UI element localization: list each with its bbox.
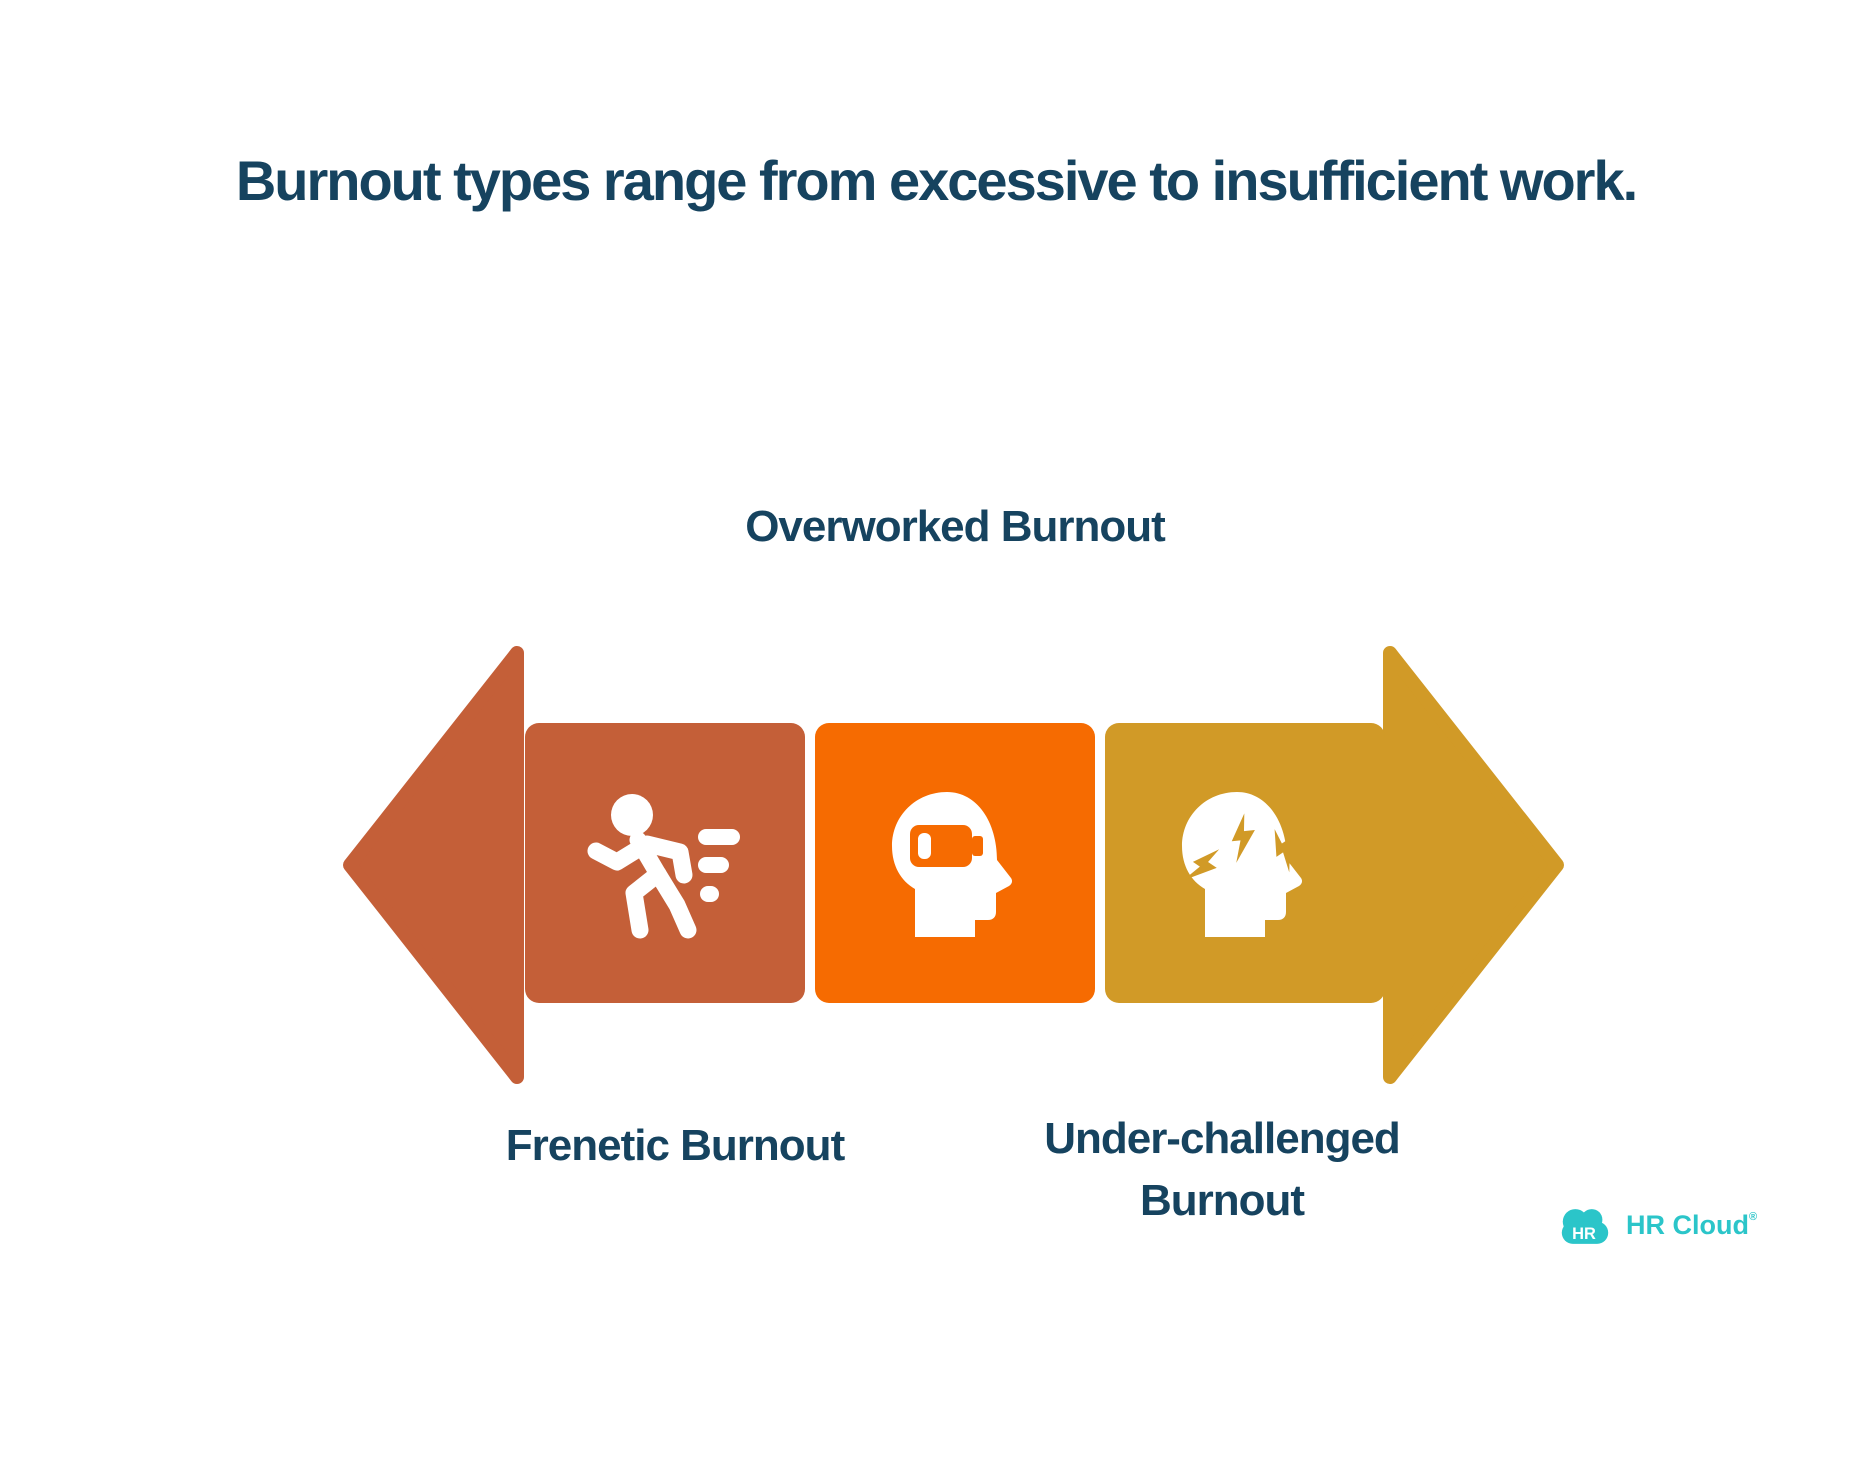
frenetic-burnout-box	[525, 723, 805, 1003]
cloud-icon: HR	[1561, 1209, 1609, 1244]
cloud-badge-text: HR	[1572, 1225, 1596, 1243]
head-lightning-icon	[1182, 792, 1303, 937]
left-arrowhead	[343, 646, 524, 1084]
head-low-battery-icon	[892, 792, 1013, 937]
page-title: Burnout types range from excessive to in…	[235, 149, 1638, 212]
under-challenged-burnout-label: Under-challenged Burnout	[1044, 1114, 1401, 1225]
registered-trademark-icon: ®	[1748, 1211, 1758, 1223]
hr-cloud-wordmark: HR Cloud®	[1626, 1210, 1757, 1241]
lightning-bolts-icon	[1182, 813, 1291, 881]
hr-cloud-logo: HR HR Cloud®	[1556, 1203, 1757, 1248]
overworked-burnout-label: Overworked Burnout	[745, 502, 1166, 551]
right-arrowhead	[1383, 646, 1564, 1084]
frenetic-burnout-label: Frenetic Burnout	[505, 1121, 845, 1170]
battery-charge-bar	[918, 833, 931, 859]
overworked-burnout-box	[815, 723, 1095, 1003]
running-person-icon	[587, 794, 740, 939]
brand-text: HR Cloud	[1626, 1210, 1749, 1240]
under-challenged-burnout-box	[1105, 723, 1385, 1003]
speed-lines-icon	[698, 829, 740, 902]
